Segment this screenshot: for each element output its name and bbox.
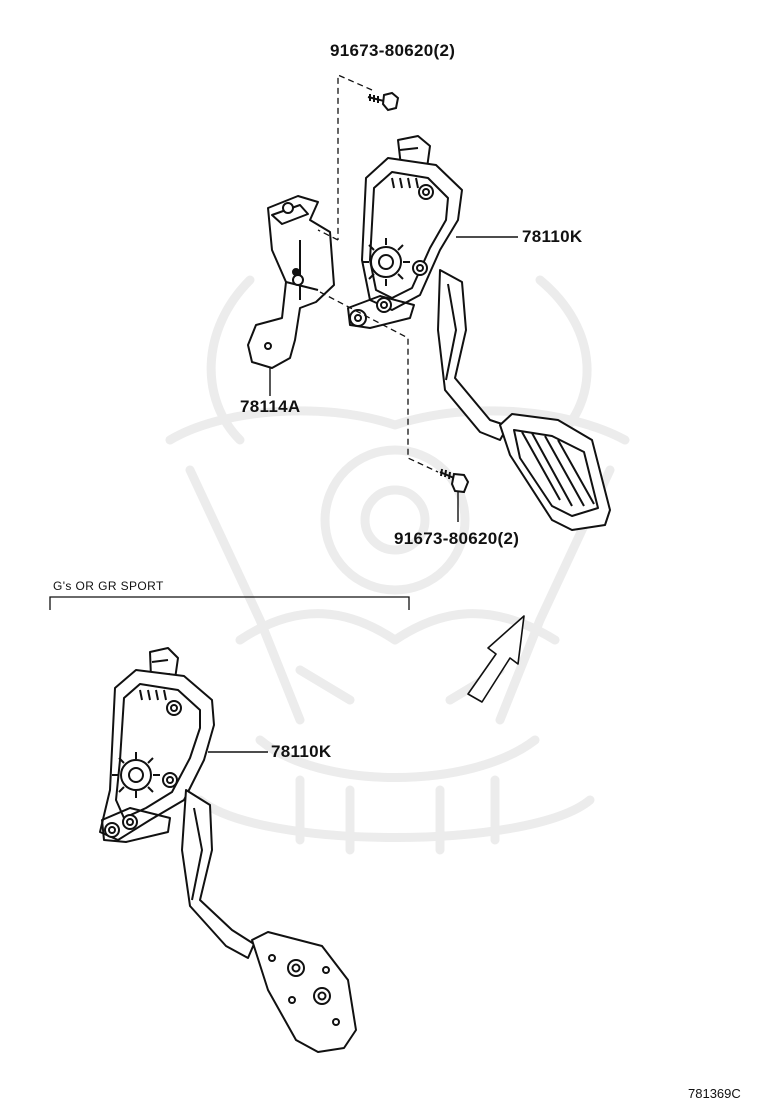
callout-bracket: 78114A [240, 397, 301, 416]
accelerator-pedal-upper [347, 135, 611, 531]
assembly-lines [317, 74, 439, 473]
callout-bolt-top: 91673-80620(2) [330, 41, 456, 60]
callout-bolt-bottom: 91673-80620(2) [394, 529, 520, 548]
bolt-bottom-icon [439, 468, 470, 494]
diagram-code: 781369C [688, 1086, 741, 1101]
variant-note: G's OR GR SPORT [53, 579, 164, 593]
direction-arrow-icon [467, 615, 525, 703]
callout-pedal-upper: 78110K [522, 227, 583, 246]
bolt-top-icon [367, 91, 400, 112]
callout-pedal-lower: 78110K [271, 742, 332, 761]
samurai-mask-logo [165, 275, 630, 855]
pedal-bracket [247, 195, 335, 369]
accelerator-pedal-lower [99, 647, 357, 1053]
variant-bracket [49, 596, 410, 610]
leader-lines [208, 236, 518, 753]
